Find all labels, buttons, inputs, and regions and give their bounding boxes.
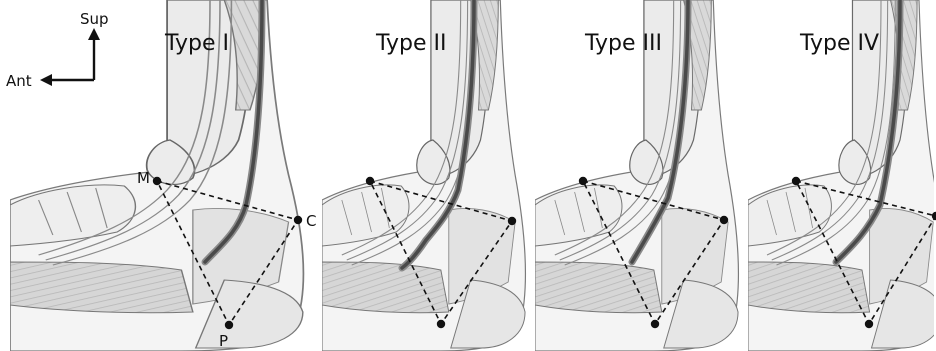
panel-type-3: Type III (535, 0, 738, 351)
panel-title: Type I (164, 31, 229, 56)
anterior-arrowhead-icon (40, 74, 52, 86)
landmark-point-c (720, 216, 728, 224)
panel-title: Type II (375, 31, 447, 56)
landmark-point-p (225, 321, 233, 329)
landmark-point-c (294, 216, 302, 224)
landmark-point-m (792, 177, 800, 185)
landmark-point-m (153, 177, 161, 185)
panel-title: Type IV (799, 31, 879, 56)
panel-type-1: Type I (10, 0, 304, 351)
landmark-label-m: M (137, 169, 150, 187)
superior-label: Sup (80, 10, 109, 28)
landmark-label-p: P (219, 332, 228, 350)
landmark-label-c: C (306, 212, 316, 230)
landmark-point-p (651, 320, 659, 328)
landmark-point-c (508, 217, 516, 225)
superior-arrowhead-icon (88, 28, 100, 40)
panel-type-4: Type IV (748, 0, 936, 351)
anterior-label: Ant (6, 72, 32, 90)
landmark-point-p (437, 320, 445, 328)
ankle-anatomy-illustration (10, 0, 304, 351)
panel-title: Type III (584, 31, 662, 56)
landmark-point-p (865, 320, 873, 328)
panel-type-2: Type II (322, 0, 525, 351)
panels: Type I Type II Type III Type IV M C P (10, 0, 936, 351)
landmark-point-m (366, 177, 374, 185)
orientation-indicator: Sup Ant (6, 10, 109, 90)
landmark-point-m (579, 177, 587, 185)
